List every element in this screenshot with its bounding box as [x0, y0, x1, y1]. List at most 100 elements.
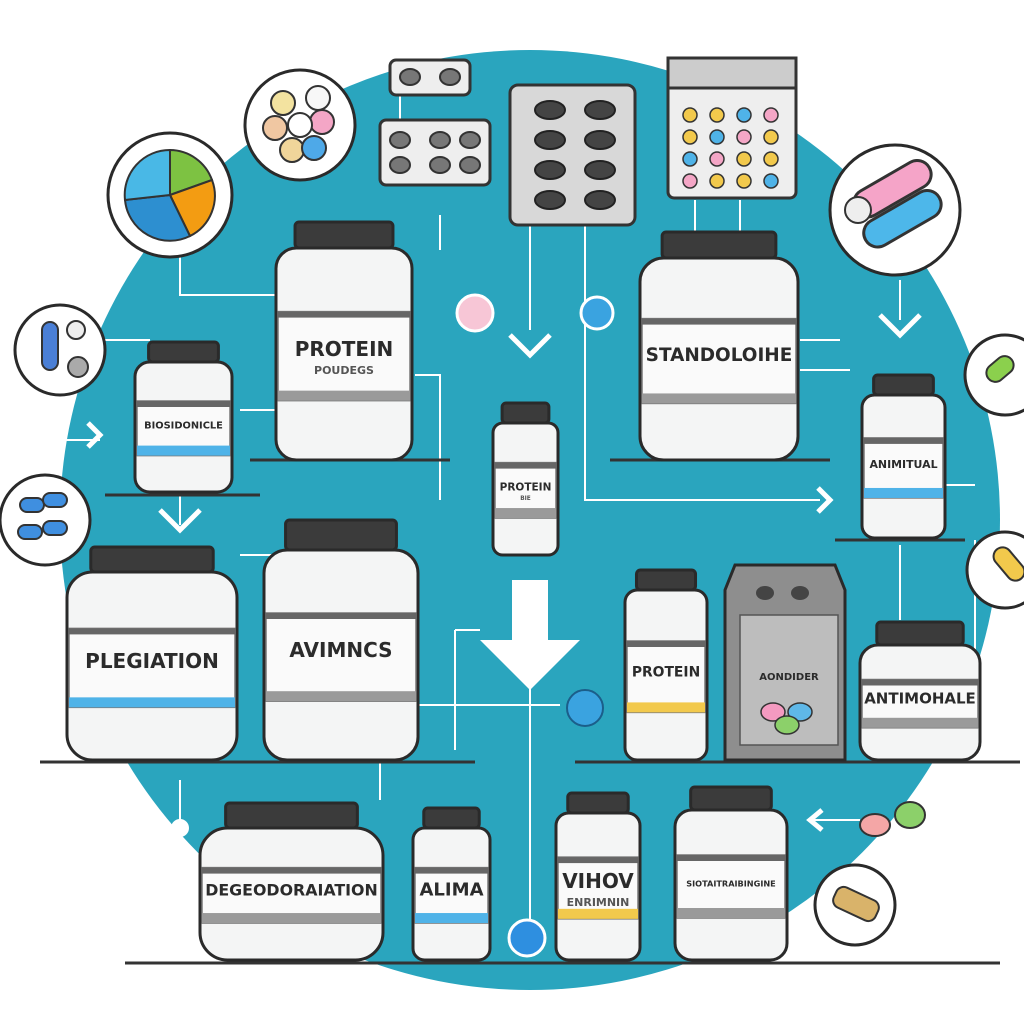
gummy	[682, 107, 698, 123]
pack	[378, 118, 492, 187]
label-accent	[137, 445, 230, 456]
label-band	[266, 613, 416, 619]
x-marker-icon	[455, 293, 495, 333]
pill	[17, 524, 43, 540]
jar-label-text: SIOTAITRAIBINGINE	[686, 879, 776, 889]
green-capsule-icon	[963, 333, 1024, 417]
pie-slice	[168, 178, 216, 238]
capsule	[584, 100, 616, 120]
capsule	[985, 355, 1015, 383]
label-accent	[266, 691, 416, 702]
pie-chart-icon	[106, 131, 234, 259]
label-band	[862, 679, 978, 686]
jar-label-text: PROTEIN	[632, 665, 700, 681]
tablet	[429, 156, 451, 174]
label-band	[278, 311, 410, 318]
tray	[508, 83, 637, 227]
pill	[844, 196, 872, 224]
blister-pack-icon	[378, 58, 492, 187]
tablet	[832, 885, 880, 923]
jar-label-text: PROTEIN	[500, 481, 552, 493]
label-accent	[627, 702, 705, 713]
pie-slice	[123, 193, 192, 242]
pill	[262, 115, 288, 141]
pill	[309, 109, 335, 135]
jar-label-text: DEGEODORAIATION	[205, 880, 378, 899]
label-accent	[862, 717, 978, 728]
gummy	[760, 702, 786, 722]
label-accent	[415, 913, 488, 924]
jar-lid	[147, 340, 220, 364]
label-accent	[558, 908, 638, 919]
label-accent	[202, 913, 381, 924]
label-accent	[677, 908, 785, 918]
dot-marker-icon	[579, 295, 615, 331]
label-accent	[69, 697, 235, 708]
jar-lid	[293, 220, 395, 250]
gummy	[736, 107, 752, 123]
supplement-jar: PLEGIATION	[65, 545, 239, 762]
gummy	[763, 129, 779, 145]
pie-slice	[123, 148, 171, 202]
supplement-jar: ALIMA	[411, 806, 492, 962]
tablet-icon	[813, 863, 897, 947]
tablet	[439, 68, 461, 86]
label-band	[864, 437, 943, 444]
capsule	[534, 100, 566, 120]
jar-label-text: ALIMA	[419, 879, 483, 900]
jar-label-text: AVIMNCS	[289, 638, 392, 662]
jar-sublabel-text: BIE	[520, 496, 531, 502]
card-header	[666, 56, 798, 90]
label-band	[137, 401, 230, 407]
gummy	[736, 129, 752, 145]
icon-group	[0, 56, 1024, 958]
gummy	[894, 801, 926, 829]
label-band	[627, 641, 705, 647]
jar-label-text: ANTIMOHALE	[864, 690, 976, 708]
jar-lid	[875, 620, 965, 647]
gummy	[763, 173, 779, 189]
capsule	[584, 160, 616, 180]
capsule	[584, 190, 616, 210]
jar-label-text: PLEGIATION	[85, 649, 219, 673]
icon-frame	[13, 303, 107, 397]
supplement-jar: AVIMNCS	[262, 518, 420, 762]
tablet	[389, 156, 411, 174]
jar-label-text: PROTEIN	[295, 337, 394, 361]
pill	[279, 137, 305, 163]
capsule	[992, 546, 1024, 582]
connector-line	[584, 320, 820, 501]
label-accent	[864, 487, 943, 498]
pill-marker-icon	[566, 689, 604, 727]
label-band	[495, 462, 556, 469]
supplement-jar: PROTEIN BIE	[491, 401, 560, 557]
connector-line	[415, 374, 441, 500]
tablet	[399, 68, 421, 86]
jar-label	[557, 856, 639, 920]
capsules-icon	[13, 303, 107, 397]
jar-lid	[566, 791, 630, 815]
jar-lid	[422, 806, 481, 830]
supplement-jar: BIOSIDONICLE	[133, 340, 234, 494]
supplement-jar: ANTIMOHALE	[858, 620, 982, 762]
capsule-pair-icon	[828, 143, 962, 277]
pill	[67, 356, 89, 378]
gummy	[763, 107, 779, 123]
box-hole	[756, 586, 774, 600]
pill-marker-icon	[507, 918, 547, 958]
jar-group: PROTEINPOUDEGSBIOSIDONICLEPROTEINBIESTAN…	[65, 220, 982, 962]
icon-frame	[0, 473, 92, 567]
supplement-jar: STANDOLOIHE	[638, 230, 800, 462]
capsule	[862, 189, 943, 249]
down-arrow-icon	[158, 508, 202, 534]
box-hole	[791, 586, 809, 600]
jar-lid	[689, 785, 773, 812]
supplement-jar: ANIMITUAL	[860, 373, 947, 540]
pill	[42, 520, 68, 536]
pill	[301, 135, 327, 161]
capsule	[534, 190, 566, 210]
gummy	[736, 173, 752, 189]
gummies-icon	[859, 801, 926, 837]
label-accent	[278, 390, 410, 401]
pill	[19, 497, 45, 513]
